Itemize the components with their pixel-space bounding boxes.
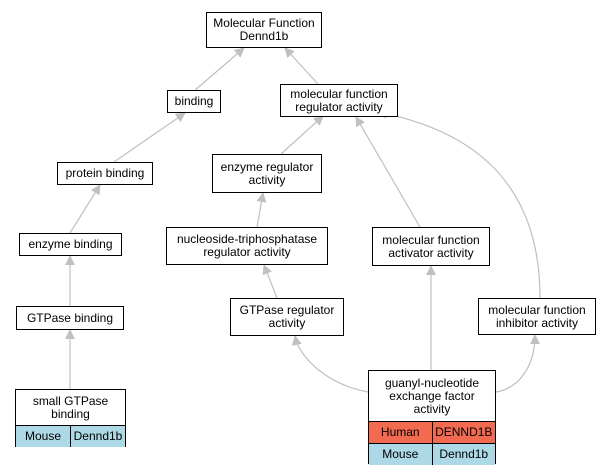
edge-ntpase-regulator-to-enzyme-regulator — [256, 192, 267, 228]
node-binding[interactable]: binding — [167, 90, 221, 113]
edge-protein-binding-to-binding — [113, 112, 186, 163]
annotation-row-human: Human DENND1B — [369, 421, 495, 443]
edge-enzyme-regulator-to-mf-regulator — [280, 115, 324, 155]
node-ntpase-regulator[interactable]: nucleoside-triphosphatase regulator acti… — [166, 227, 328, 265]
annotation-row-mouse: Mouse Dennd1b — [16, 425, 125, 447]
annotation-row-mouse: Mouse Dennd1b — [369, 443, 495, 465]
node-small-gtpase-binding[interactable]: small GTPase binding Mouse Dennd1b — [15, 389, 126, 447]
edge-mf-regulator-to-root — [284, 47, 319, 85]
node-gef-activity[interactable]: guanyl-nucleotide exchange factor activi… — [368, 370, 496, 465]
node-small-gtpase-binding-label: small GTPase binding — [32, 393, 109, 421]
node-gtpase-regulator[interactable]: GTPase regulator activity — [230, 298, 344, 336]
gene-label: Dennd1b — [70, 426, 125, 447]
node-mf-inhibitor[interactable]: molecular function inhibitor activity — [478, 298, 596, 335]
edge-gtpase-regulator-to-ntpase-regulator — [262, 264, 278, 299]
edge-enzyme-binding-to-protein-binding — [69, 184, 101, 234]
node-gef-activity-label: guanyl-nucleotide exchange factor activi… — [384, 375, 480, 416]
node-mf-activator[interactable]: molecular function activator activity — [372, 227, 490, 266]
node-root[interactable]: Molecular Function Dennd1b — [206, 12, 322, 48]
species-label: Mouse — [382, 447, 419, 461]
edge-inhibitor-to-mf-regulator — [377, 108, 541, 299]
edge-gef-to-gtpase-regulator — [291, 335, 369, 393]
node-enzyme-binding[interactable]: enzyme binding — [19, 233, 122, 256]
edge-activator-to-mf-regulator — [355, 116, 421, 228]
species-label: Mouse — [24, 429, 62, 443]
gene-label: Dennd1b — [431, 444, 496, 465]
edge-binding-to-root — [193, 47, 245, 92]
node-enzyme-regulator[interactable]: enzyme regulator activity — [212, 154, 322, 193]
node-protein-binding[interactable]: protein binding — [57, 162, 153, 185]
gene-label: DENND1B — [431, 422, 496, 443]
node-mf-regulator[interactable]: molecular function regulator activity — [280, 84, 398, 117]
node-gtpase-binding[interactable]: GTPase binding — [16, 306, 124, 330]
species-label: Human — [380, 425, 420, 439]
edge-gef-to-inhibitor — [495, 334, 540, 393]
